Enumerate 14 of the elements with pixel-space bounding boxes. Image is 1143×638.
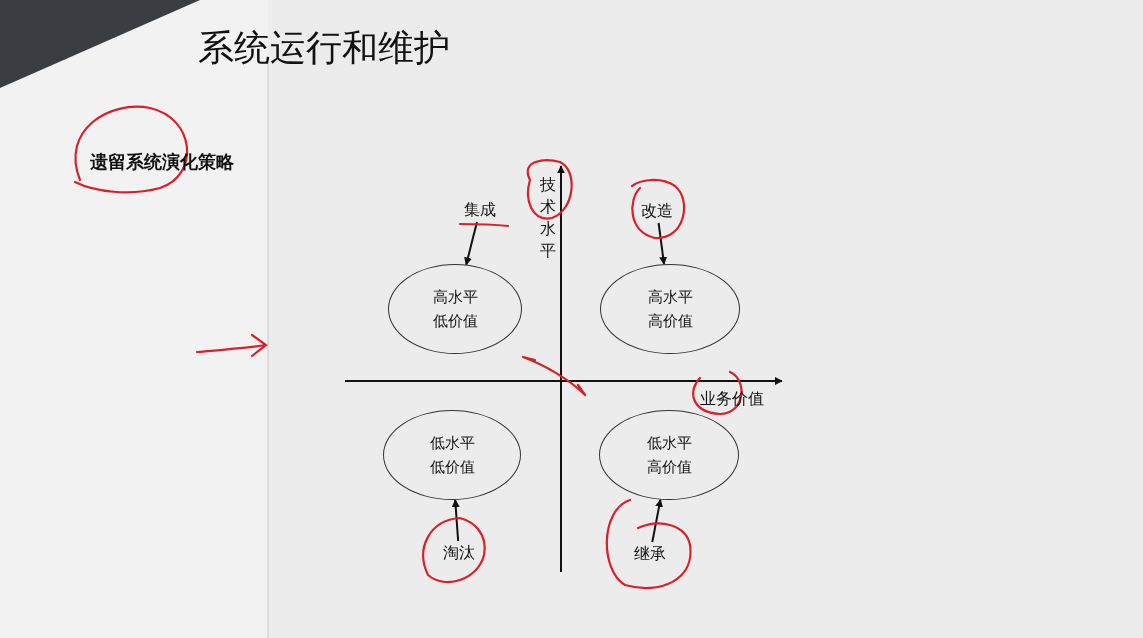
strategy-label: 改造 <box>639 199 675 223</box>
ellipse-node: 高水平高价值 <box>600 264 740 354</box>
ellipse-node: 低水平低价值 <box>383 410 521 500</box>
arrow <box>657 222 668 266</box>
ellipse-node: 低水平高价值 <box>599 410 739 500</box>
ellipse-node: 高水平低价值 <box>388 264 522 354</box>
arrow <box>651 498 663 543</box>
arrow <box>464 221 478 266</box>
arrow <box>451 498 460 542</box>
slide-title: 系统运行和维护 <box>198 26 450 70</box>
axis-label: 技术水平 <box>540 174 557 262</box>
strategy-label: 集成 <box>462 198 498 222</box>
strategy-label: 淘汰 <box>441 541 477 565</box>
strategy-label: 继承 <box>632 542 668 566</box>
